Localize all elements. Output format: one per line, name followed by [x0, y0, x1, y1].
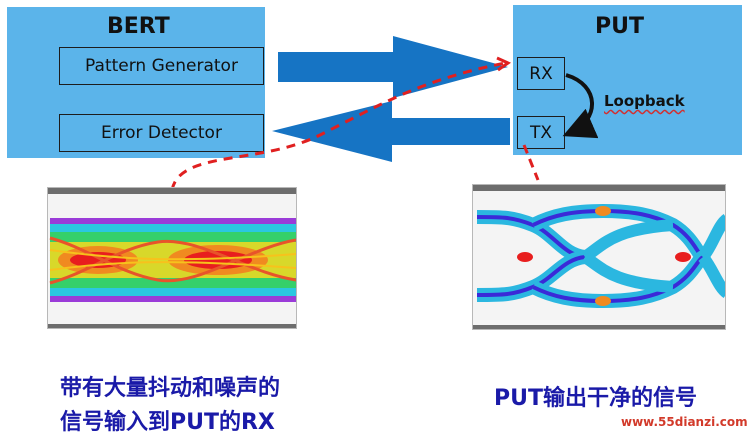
- left-caption-line2: 信号输入到PUT的RX: [60, 410, 275, 435]
- bert-block: BERT Pattern Generator Error Detector: [7, 7, 265, 158]
- dashed-connector-rx: [170, 61, 506, 191]
- right-caption: PUT输出干净的信号: [494, 386, 697, 411]
- put-block: PUT RX TX Loopback: [513, 5, 742, 155]
- clean-eye-diagram: [473, 185, 725, 329]
- error-detector-label: Error Detector: [101, 123, 222, 143]
- rx-box: RX: [517, 57, 565, 90]
- error-detector-box: Error Detector: [59, 114, 264, 152]
- return-arrow: [272, 101, 510, 162]
- noisy-eye-scope: [47, 187, 297, 329]
- clean-eye-scope: [472, 184, 726, 330]
- put-title: PUT: [595, 14, 644, 39]
- rx-label: RX: [529, 63, 553, 84]
- noisy-eye-diagram: [48, 188, 296, 328]
- watermark: www.55dianzi.com: [621, 415, 748, 429]
- tx-label: TX: [529, 122, 553, 143]
- loopback-label: Loopback: [604, 92, 685, 110]
- bert-title: BERT: [107, 14, 170, 39]
- dashed-connector-tx: [522, 144, 540, 181]
- pattern-generator-label: Pattern Generator: [85, 56, 238, 76]
- left-caption-line1: 带有大量抖动和噪声的: [60, 376, 281, 401]
- forward-arrow: [278, 36, 508, 98]
- dashed-arrowhead: [496, 56, 512, 72]
- pattern-generator-box: Pattern Generator: [59, 47, 264, 85]
- loopback-arrow: [562, 73, 599, 139]
